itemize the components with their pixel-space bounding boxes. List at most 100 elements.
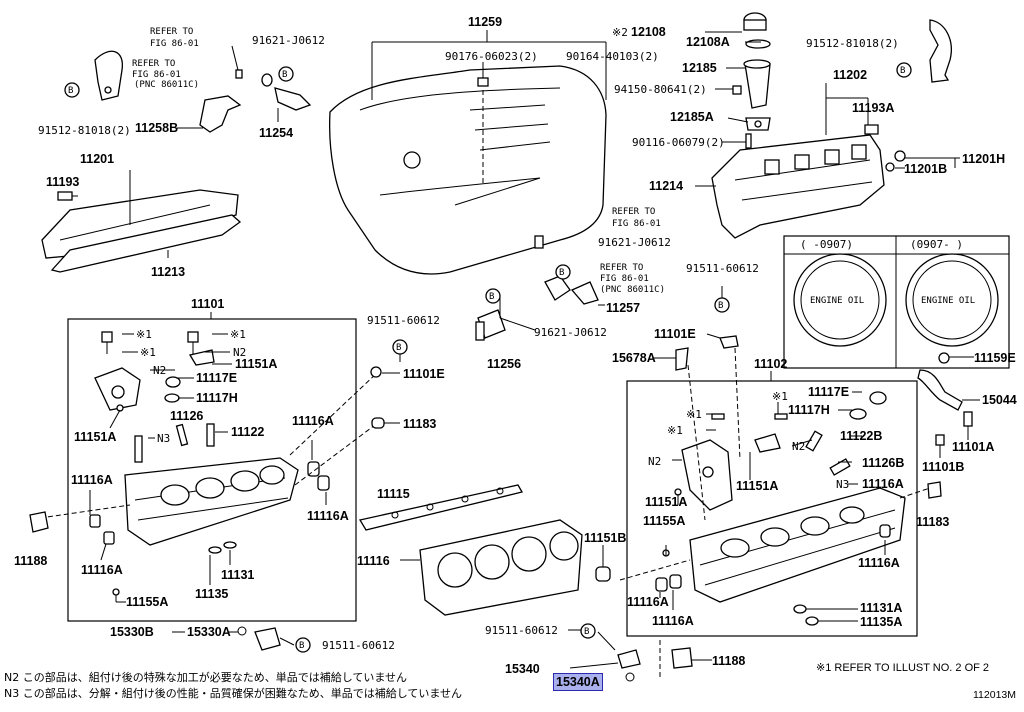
part-label: 11116 (357, 554, 390, 568)
part-label: 11214 (649, 179, 683, 193)
b-markers: B B B B B B B B B (64, 62, 912, 653)
highlighted-part-15340A[interactable]: 15340A (553, 673, 603, 691)
part-label: 11126 (170, 409, 203, 423)
left-head-leaders (89, 312, 327, 603)
part-label: 11183 (403, 417, 436, 431)
part-label: REFER TO (132, 59, 175, 69)
part-label: 91512-81018(2) (806, 37, 899, 50)
part-label: N3 (836, 478, 849, 491)
part-label: FIG 86-01 (612, 219, 661, 229)
part-label: B (489, 292, 494, 302)
part-label: 11116A (292, 414, 334, 428)
part-label: B (900, 66, 905, 76)
valve-cover-11202 (695, 83, 960, 239)
seal-11151B (595, 566, 611, 582)
part-label: 15330A (187, 625, 231, 639)
part-label: 11188 (712, 654, 745, 668)
part-label: ※1 (772, 390, 788, 403)
part-label: 11135 (195, 587, 228, 601)
sensor-15340 (568, 629, 641, 682)
part-label: 12185 (682, 61, 717, 75)
oil-cap-inset: ( -0907) (0907- ) ENGINE OIL ENGINE OIL (793, 238, 999, 347)
part-label: 11131 (221, 568, 254, 582)
part-label: FIG 86-01 (132, 70, 181, 80)
bracket-right (929, 19, 952, 83)
part-label: 11117H (788, 403, 830, 417)
part-label: N3 (157, 432, 170, 445)
plug-11188-left (29, 511, 49, 533)
part-label: 11116A (307, 509, 349, 523)
part-label: 11117H (196, 391, 238, 405)
dash-11188-left (39, 504, 131, 519)
part-label: 11117E (196, 371, 237, 385)
part-label: 11193 (46, 175, 79, 189)
valve-cover-11201 (41, 170, 242, 273)
part-label: 12185A (670, 110, 714, 124)
part-label: 90116-06079(2) (632, 136, 725, 149)
part-label: N2 (792, 440, 805, 453)
part-label: 11151A (235, 357, 277, 371)
part-label: N2 (233, 346, 246, 359)
part-label: 91511-60612 (485, 624, 558, 637)
part-label: ※1 (667, 424, 683, 437)
dash-11183-right (899, 487, 931, 499)
cylinder-head-left (89, 331, 330, 596)
part-label: 11213 (151, 265, 185, 279)
part-label: 11101E (654, 327, 696, 341)
part-label: 11117E (808, 385, 849, 399)
part-label: 12108 (631, 25, 666, 39)
part-label: 11201B (904, 162, 947, 176)
part-label: 11126B (862, 456, 904, 470)
part-label: 91511-60612 (686, 262, 759, 275)
note-star1: ※1 REFER TO ILLUST NO. 2 OF 2 (816, 662, 990, 674)
part-label: (0907- ) (910, 238, 963, 251)
part-label: 11116A (652, 614, 694, 628)
part-label: ※1 (230, 328, 246, 341)
part-label: 11155A (643, 514, 685, 528)
part-label: 11122 (231, 425, 264, 439)
part-label: ※2 (612, 26, 628, 39)
gasket-11116 (400, 519, 583, 616)
part-label: B (282, 70, 287, 80)
sensor-15330 (172, 626, 295, 651)
part-label: 15330B (110, 625, 154, 639)
right-head-leaders (653, 333, 886, 622)
part-labels: 11259 90176-06023(2) 90164-40103(2) ※2 1… (14, 15, 1017, 676)
figure-id: 112013M (973, 689, 1017, 701)
oil-hose-parts (917, 352, 980, 458)
oil-filler-parts (705, 12, 771, 149)
part-label: ENGINE OIL (921, 296, 975, 306)
right-head-box (626, 380, 918, 637)
part-label: 91512-81018(2) (38, 124, 131, 137)
part-label: 11254 (259, 126, 293, 140)
part-label: 11151A (74, 430, 116, 444)
plug-11183-right (927, 481, 942, 499)
part-label: 11259 (468, 15, 502, 29)
part-label: FIG 86-01 (600, 274, 649, 284)
part-label: ※1 (136, 328, 152, 341)
part-label: B (299, 641, 304, 651)
part-label: 91621-J0612 (252, 34, 325, 47)
part-label: 15044 (982, 393, 1017, 407)
dash-15678A (687, 364, 706, 521)
part-label: (PNC 86011C) (600, 285, 665, 295)
part-label: 11115 (377, 487, 410, 501)
part-label: 11155A (126, 595, 168, 609)
ring-11101E-left (370, 366, 382, 378)
part-label: 11116A (858, 556, 900, 570)
part-label: 11101E (403, 367, 445, 381)
part-label: 90164-40103(2) (566, 50, 659, 63)
part-label: (PNC 86011C) (134, 80, 199, 90)
part-label: B (68, 86, 73, 96)
part-label: 11257 (606, 301, 640, 315)
part-label: 91511-60612 (322, 639, 395, 652)
part-label: 11193A (852, 101, 894, 115)
left-head-box (67, 318, 357, 622)
gasket-11115 (358, 484, 523, 531)
sensor-bracket-parts (475, 235, 605, 341)
part-label: 91511-60612 (367, 314, 440, 327)
part-label: REFER TO (600, 263, 643, 273)
part-label: 15340 (505, 662, 540, 676)
